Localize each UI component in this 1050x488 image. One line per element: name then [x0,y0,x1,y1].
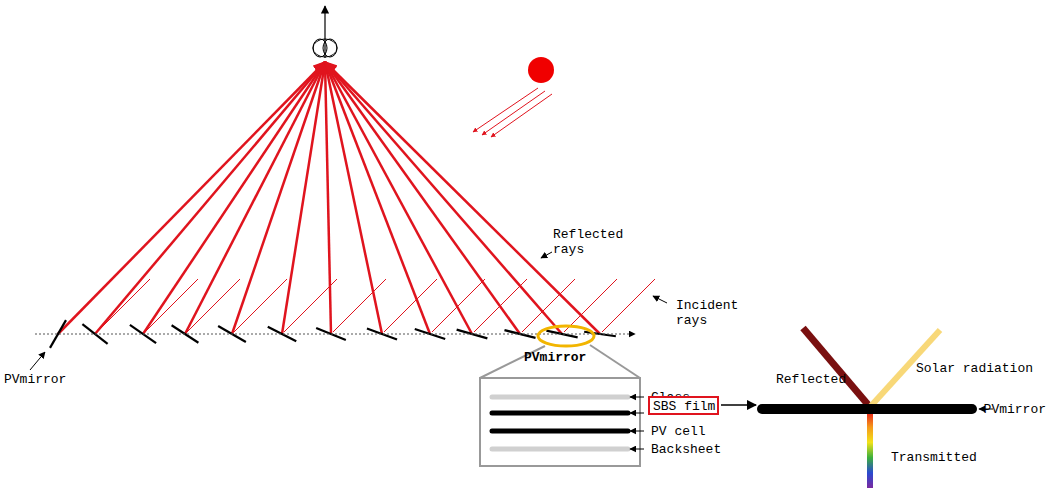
receiver [313,39,337,57]
reflected-ray [58,62,325,334]
reflected-ray [325,62,430,334]
incident-ray [432,279,485,332]
layer-name: PV cell [651,424,706,439]
beam-name: Solar radiation [916,361,1033,376]
reflected-ray [282,62,325,334]
reflected-ray [95,62,325,334]
leader-line [653,296,667,303]
part-name: PVmirror [984,402,1046,417]
layer-name: SBS film [653,399,714,414]
sun-ray [482,91,545,135]
reflected-beam [803,328,870,407]
receiver [323,39,337,57]
label: Incident rays [676,298,736,328]
ground-line [35,334,635,335]
leader-line [630,397,644,398]
sun [528,57,554,83]
label: Reflected rays [553,227,633,257]
reflected-ray [325,62,331,334]
leader-line [630,413,644,414]
zoom-ellipse [538,326,594,346]
incident-ray [522,279,575,332]
reflected-ray [325,62,562,334]
part-name: PVmirror [4,372,66,387]
reflected-ray [325,62,520,334]
leader-line [541,252,552,258]
glass-layer [492,395,628,400]
reflected-ray [325,62,472,334]
sun-ray [491,94,552,137]
sun-ray [473,88,538,132]
leader-line [630,431,644,432]
reflected-ray [325,62,600,334]
sbs-layer [492,411,628,416]
reflected-ray [185,62,325,334]
highlight-box: SBS film [648,396,719,415]
pvmirror-bar [762,404,972,414]
leader-line [30,352,45,370]
ray-group [50,62,655,348]
backsheet-layer [492,447,628,452]
incident-ray [602,279,655,332]
zoom-line [590,345,640,378]
beam-name: Reflected [776,372,846,387]
reflected-ray [232,62,325,334]
incident-ray [333,279,386,332]
tower-axis [324,6,325,58]
reflected-ray [143,62,325,334]
zoom-box [480,378,640,466]
incident-ray [187,279,240,332]
pointer-arrow [721,404,756,406]
leader-line [630,449,644,450]
pv-cell-layer [492,429,628,434]
part-name: PVmirror [524,350,586,365]
layer-name: Backsheet [651,442,721,457]
transmitted-beam [867,412,873,488]
beam-name: Transmitted [891,450,977,465]
